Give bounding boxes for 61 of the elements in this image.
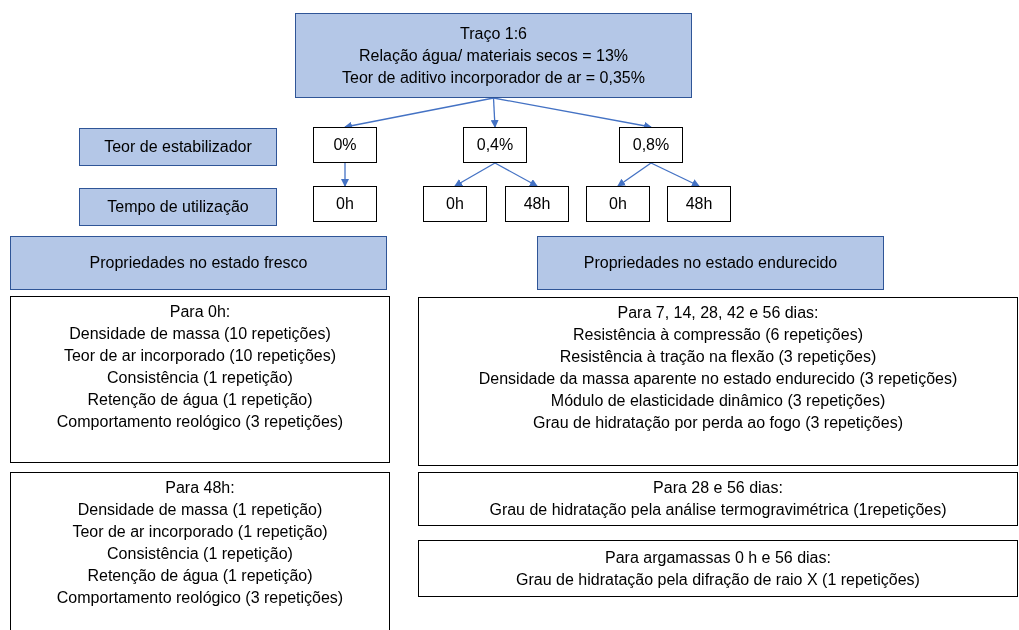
box-text: Resistência à compressão (6 repetições) (573, 325, 863, 345)
process-box (619, 127, 683, 163)
box-text: 48h (523, 194, 551, 214)
process-box (505, 186, 569, 222)
box-text: 0h (446, 194, 464, 214)
process-box (313, 186, 377, 222)
box-heading: Para 0h: (169, 302, 231, 322)
box-heading: Para 7, 14, 28, 42 e 56 dias: (617, 303, 819, 323)
arrow (341, 162, 349, 187)
process-box (418, 540, 1018, 597)
box-text: Grau de hidratação por perda ao fogo (3 repetições) (533, 413, 903, 433)
box-text: Consistência (1 repetição) (107, 368, 293, 388)
process-box (10, 472, 390, 630)
arrow (650, 162, 700, 187)
process-box (418, 472, 1018, 526)
header-box (79, 188, 277, 226)
box-text: Retenção de água (1 repetição) (87, 566, 313, 586)
box-text: 0h (609, 194, 627, 214)
header-box (10, 236, 387, 290)
box-text: Teor de aditivo incorporador de ar = 0,35% (342, 67, 645, 88)
process-box (586, 186, 650, 222)
box-text: Relação água/ materiais secos = 13% (358, 45, 628, 66)
box-text: Módulo de elasticidade dinâmico (3 repetições) (550, 391, 886, 411)
box-text: Grau de hidratação pela difração de raio X (1 repetições) (516, 569, 920, 590)
arrow (617, 162, 652, 187)
box-text: Densidade da massa aparente no estado endurecido (3 repetições) (478, 369, 958, 389)
arrow (490, 97, 499, 128)
header-box (537, 236, 884, 290)
process-box (418, 297, 1018, 466)
box-text: Tempo de utilização (107, 197, 249, 217)
box-text: Retenção de água (1 repetição) (87, 390, 313, 410)
box-text: Teor de ar incorporado (10 repetições) (63, 346, 337, 366)
process-box (10, 296, 390, 463)
arrow (454, 162, 496, 187)
arrow (494, 162, 538, 187)
process-box (667, 186, 731, 222)
box-heading: Para 28 e 56 dias: (653, 478, 783, 498)
box-text: Propriedades no estado endurecido (583, 253, 838, 273)
process-box (423, 186, 487, 222)
box-text: Teor de ar incorporado (1 repetição) (72, 522, 328, 542)
process-box (313, 127, 377, 163)
box-text: Densidade de massa (10 repetições) (69, 324, 331, 344)
box-text: 48h (685, 194, 713, 214)
box-text: Densidade de massa (1 repetição) (77, 500, 323, 520)
box-heading: Para argamassas 0 h e 56 dias: (605, 547, 831, 568)
box-text: Propriedades no estado fresco (89, 253, 308, 273)
box-text: Teor de estabilizador (104, 137, 252, 157)
box-text: 0,4% (476, 135, 514, 155)
box-text: Grau de hidratação pela análise termogravimétrica (1repetições) (489, 500, 947, 520)
process-box (463, 127, 527, 163)
box-text: 0,8% (632, 135, 670, 155)
box-heading: Para 48h: (165, 478, 235, 498)
box-heading: Traço 1:6 (460, 23, 527, 44)
box-text: 0h (336, 194, 354, 214)
header-box (79, 128, 277, 166)
header-box (295, 13, 692, 98)
box-text: Comportamento reológico (3 repetições) (56, 412, 344, 432)
box-text: Resistência à tração na flexão (3 repetições) (559, 347, 877, 367)
box-text: Comportamento reológico (3 repetições) (56, 588, 344, 608)
box-text: 0% (333, 135, 357, 155)
box-text: Consistência (1 repetição) (107, 544, 293, 564)
